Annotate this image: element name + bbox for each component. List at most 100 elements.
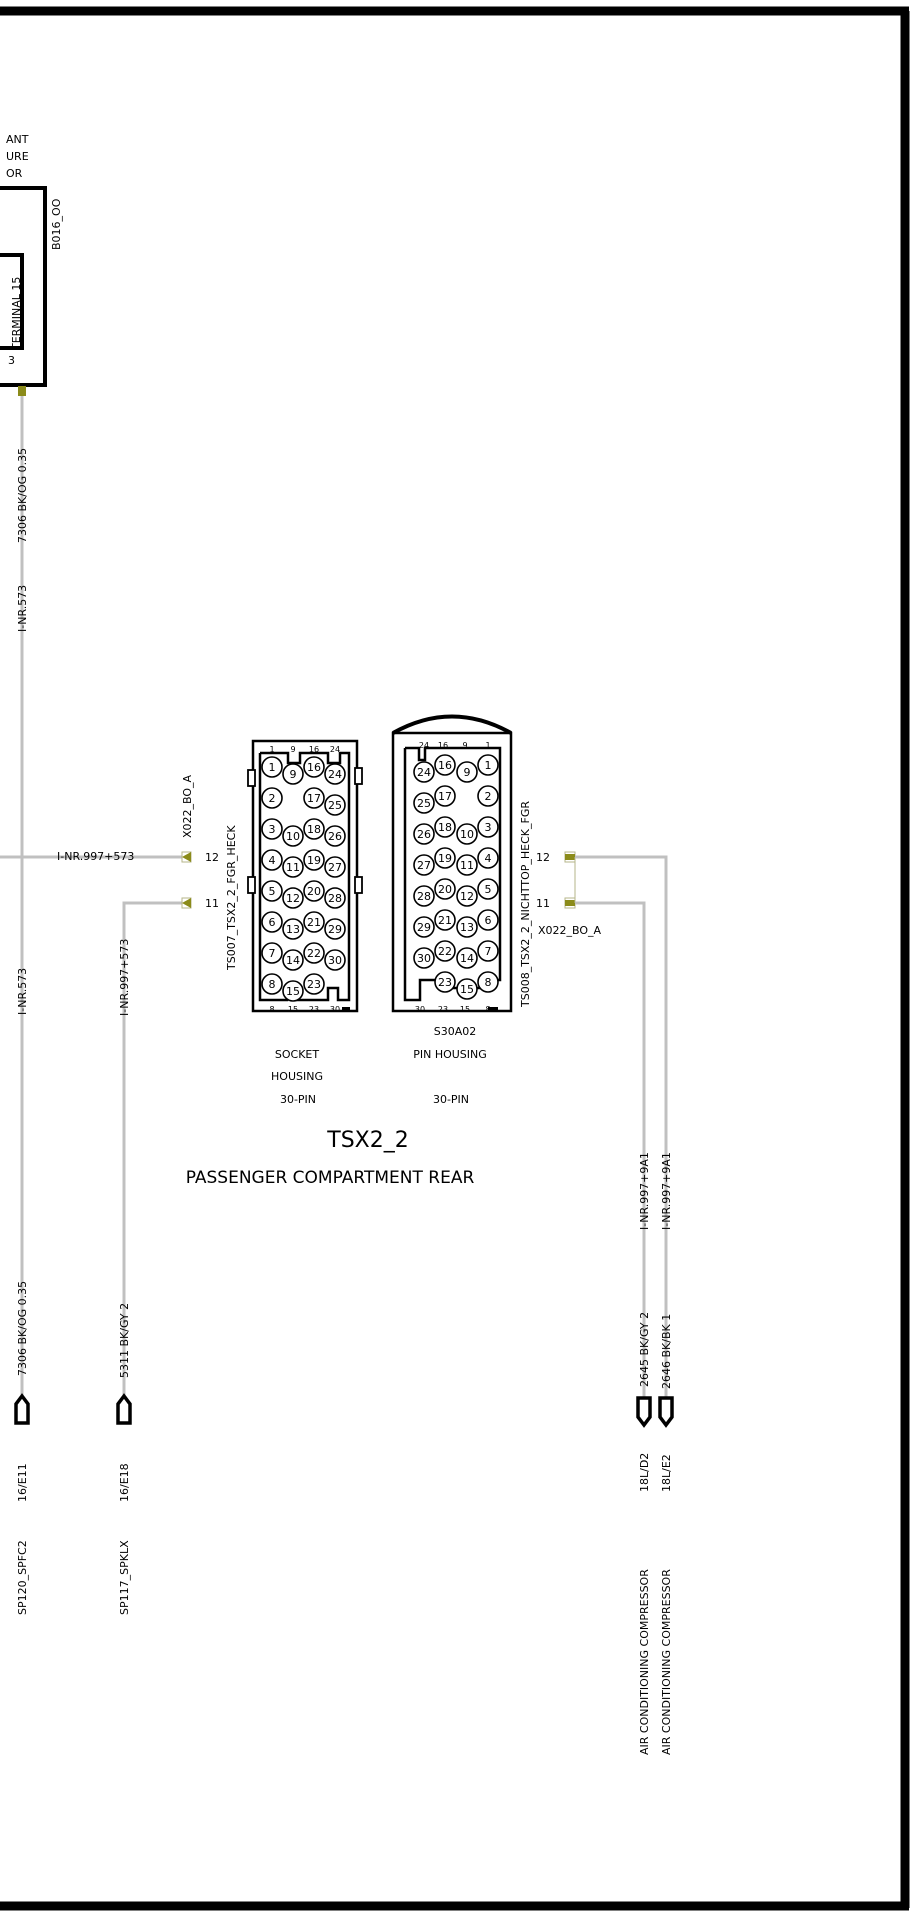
pin-housing-pin-6 [477,909,499,931]
wire-7306[interactable]: 7306 BK/OG 0.35 I-NR.573 I-NR.573 I-NR.9… [0,396,184,1615]
pin-part-number: S30A02 [434,1025,477,1038]
socket-pin-24 [324,763,346,785]
pin-housing-pin-22 [434,940,456,962]
pin-side-markers: TS008_TSX2_2_NICHTTOP_HECK_FGR 12 11 X02… [519,801,602,1008]
socket-pin-8 [261,973,283,995]
socket-pin-25 [324,794,346,816]
socket-pin-label: 26 [328,830,342,843]
dest-left2: SP117_SPKLX [118,1540,131,1615]
socket-pin-10 [282,825,304,847]
pin-housing-pin-grid: 1916242172531018264111927512202861321297… [413,741,499,1014]
socket-pin-12: 12 [205,851,219,864]
socket-bottom-number: 15 [288,1005,298,1014]
pin-housing-pin-label: 3 [485,821,492,834]
socket-top-number: 16 [309,745,319,754]
wire-r2-color: 2646 BK/BK 1 [660,1314,673,1389]
pin-housing-pin-label: 18 [438,821,452,834]
wire-2645[interactable]: I-NR.997+9A1 2645 BK/GY 2 18L/D2 AIR CON… [575,901,652,1755]
pin-housing-pin-label: 15 [460,983,474,996]
wire-r1-inr: I-NR.997+9A1 [638,1152,651,1230]
socket-pin-label: 15 [286,985,300,998]
pin-side-pin-11: 11 [536,897,550,910]
pin-housing-pin-16 [434,754,456,776]
pin-housing-pin-label: 11 [460,859,474,872]
pin-housing-pin-label: 6 [485,914,492,927]
socket-pin-label: 18 [307,823,321,836]
pin-bottom-number: 23 [438,1005,448,1014]
grid-ref-r1: 18L/D2 [638,1453,651,1492]
component-b016[interactable]: ANT URE OR B016_OO TERMINAL 15 3 [0,133,63,396]
socket-pin-29 [324,918,346,940]
dest-r1: AIR CONDITIONING COMPRESSOR [638,1569,651,1755]
socket-pin-label: 22 [307,947,321,960]
wire2-color: 5311 BK/GY 2 [118,1303,131,1378]
socket-caption-2: HOUSING [271,1070,323,1083]
diagram-title: TSX2_2 [326,1128,408,1153]
pin-housing-pin-label: 21 [438,914,452,927]
pin-housing-pin-10 [456,823,478,845]
wire-r2-inr: I-NR.997+9A1 [660,1152,673,1230]
pin-housing-pin-label: 16 [438,759,452,772]
pin-housing-pin-label: 2 [485,790,492,803]
pin-housing-pin-15 [456,978,478,1000]
socket-pin-label: 28 [328,892,342,905]
pin-top-number: 16 [438,741,448,750]
pin-housing-pin-label: 4 [485,852,492,865]
pin-housing-pin-20 [434,878,456,900]
pin-connector-id: X022_BO_A [538,924,602,937]
socket-pin-11: 11 [205,897,219,910]
socket-housing[interactable] [247,739,363,1013]
pin-housing-pin-label: 27 [417,859,431,872]
socket-pin-11 [282,856,304,878]
socket-pin-label: 12 [286,892,300,905]
component-name-line2: URE [6,150,29,163]
socket-pin-27 [324,856,346,878]
pin-top-number: 9 [462,741,467,750]
socket-pin-label: 6 [269,916,276,929]
sheet-frame [0,6,910,1911]
pin-housing-pin-23 [434,971,456,993]
socket-pin-6 [261,911,283,933]
pin-housing-pin-label: 5 [485,883,492,896]
socket-pin-label: 9 [290,768,297,781]
pin-housing-pin-28 [413,885,435,907]
socket-pin-label: 11 [286,861,300,874]
pin-housing-pin-19 [434,847,456,869]
pin-housing-pin-4 [477,847,499,869]
pin-top-number: 24 [419,741,429,750]
pin-connector-name: TS008_TSX2_2_NICHTTOP_HECK_FGR [519,801,532,1008]
pin-housing-pin-label: 25 [417,797,431,810]
socket-pin-26 [324,825,346,847]
socket-bottom-number: 8 [269,1005,274,1014]
pin-bottom-number: 15 [460,1005,470,1014]
socket-bottom-number: 30 [330,1005,340,1014]
terminal-arrow-left2 [116,1393,132,1425]
pin-housing-pin-label: 23 [438,976,452,989]
socket-pin-16 [303,756,325,778]
pin-housing-pin-26 [413,823,435,845]
pin-housing-pin-1 [477,754,499,776]
pin-caption-1: PIN HOUSING [413,1048,487,1061]
pin-housing-pin-25 [413,792,435,814]
pin-housing-pin-label: 10 [460,828,474,841]
wire-r1-color: 2645 BK/GY 2 [638,1312,651,1387]
socket-pin-label: 8 [269,978,276,991]
wire-5311[interactable]: I-NR.997+573 5311 BK/GY 2 16/E18 SP117_S… [116,901,184,1615]
terminal-label: TERMINAL 15 [10,277,23,351]
socket-top-number: 24 [330,745,340,754]
wire-2646[interactable]: I-NR.997+9A1 2646 BK/BK 1 18L/E2 AIR CON… [575,855,674,1755]
pin-housing-pin-label: 29 [417,921,431,934]
grid-ref-r2: 18L/E2 [660,1454,673,1492]
pin-housing-pin-label: 26 [417,828,431,841]
pin-housing-pin-label: 22 [438,945,452,958]
component-pin: 3 [8,354,15,367]
socket-pin-label: 20 [307,885,321,898]
socket-pin-label: 27 [328,861,342,874]
pin-bottom-number: 8 [485,1005,490,1014]
pin-housing-pin-9 [456,761,478,783]
socket-pin-label: 30 [328,954,342,967]
pin-housing-pin-label: 19 [438,852,452,865]
pin-housing-pin-label: 17 [438,790,452,803]
socket-pin-2 [261,787,283,809]
